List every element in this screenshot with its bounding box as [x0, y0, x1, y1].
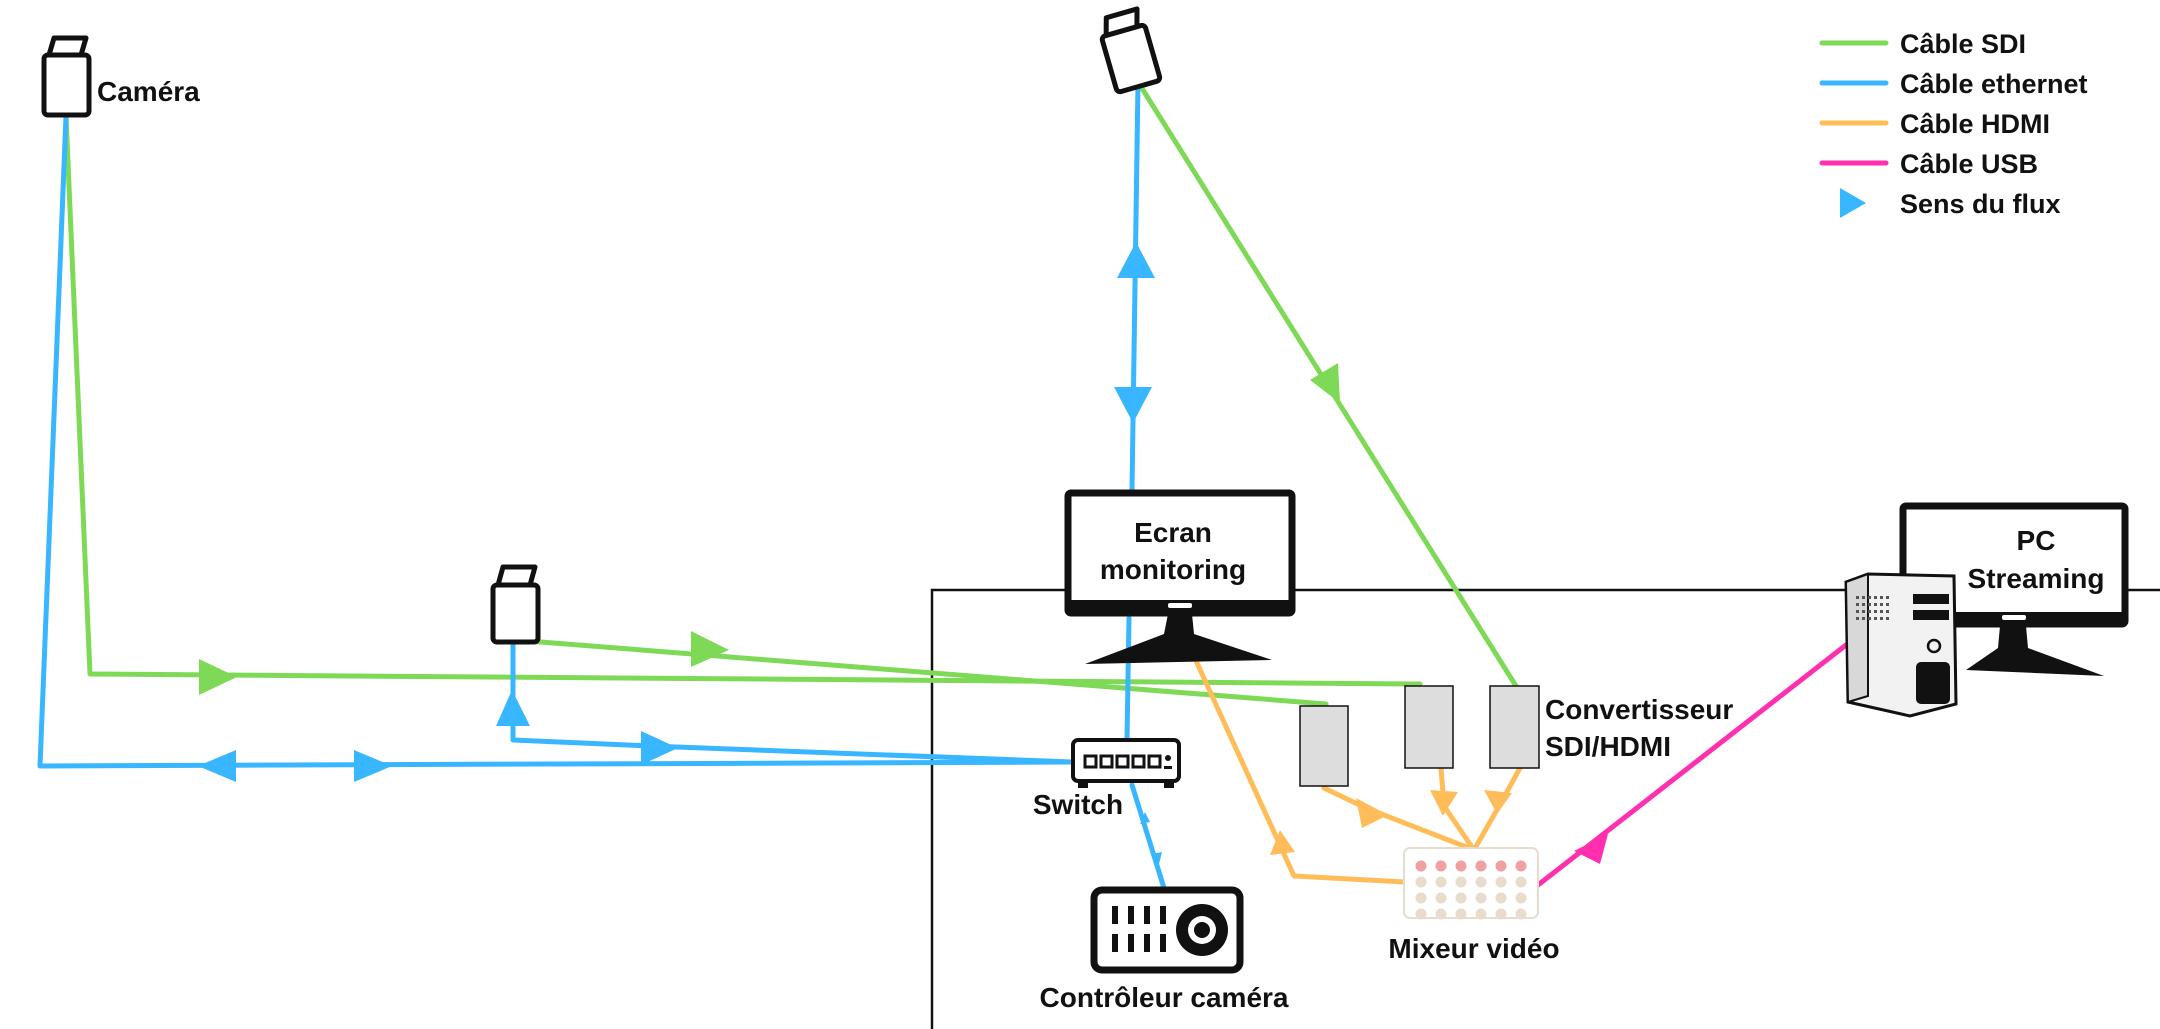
converter-label-line1: Convertisseur — [1545, 694, 1733, 725]
sdi-cable-camera-left — [63, 113, 1423, 687]
camera-controller[interactable]: Contrôleur caméra — [1040, 886, 1289, 1013]
converter-sdi-hdmi[interactable]: Convertisseur SDI/HDMI — [1299, 685, 1733, 787]
hdmi-cable-mixer-monitor — [1189, 649, 1407, 885]
mixer-button — [1495, 876, 1507, 888]
ethernet-flow-arrow — [354, 750, 392, 782]
cables — [37, 79, 1849, 891]
hdmi-flow-arrow — [1430, 790, 1458, 816]
mixer-button — [1495, 892, 1507, 904]
ethernet-cable-camera-mid — [510, 637, 1075, 765]
pc-label-line2: Streaming — [1968, 563, 2105, 594]
mixer-button — [1515, 892, 1527, 904]
legend-item: Sens du flux — [1840, 188, 2061, 219]
mixer-button — [1515, 908, 1527, 920]
ethernet-flow-arrow — [1152, 852, 1162, 868]
mixer-button — [1415, 876, 1427, 888]
ethernet-cable-camera-top — [1129, 79, 1141, 493]
pc-tower-icon — [1844, 572, 1958, 718]
mixer-label: Mixeur vidéo — [1388, 933, 1559, 964]
legend-item: Câble HDMI — [1819, 109, 2050, 139]
converter-box — [1404, 685, 1454, 769]
monitor-stand — [1085, 614, 1272, 664]
mixer-button — [1495, 860, 1507, 872]
mixer-button — [1435, 860, 1447, 872]
sdi-flow-arrow — [199, 659, 237, 695]
monitor-icon — [1064, 489, 1296, 617]
hdmi-flow-arrow — [1270, 830, 1295, 855]
legend-label: Câble ethernet — [1900, 69, 2088, 99]
pc-label-line1: PC — [2017, 525, 2056, 556]
flow-arrow-icon — [1840, 188, 1866, 218]
mixer-button — [1415, 860, 1427, 872]
mixer-button — [1475, 892, 1487, 904]
converter-label-line2: SDI/HDMI — [1545, 731, 1671, 762]
mixer-button — [1415, 892, 1427, 904]
switch-label: Switch — [1033, 789, 1123, 820]
monitor-led — [1168, 603, 1192, 608]
ethernet-cable-monitor-switch — [1124, 615, 1132, 743]
mixer-button — [1475, 908, 1487, 920]
legend-item: Câble USB — [1819, 149, 2038, 179]
legend-item: Câble ethernet — [1819, 69, 2088, 99]
mixer-button — [1455, 860, 1467, 872]
ethernet-cable-switch-controller — [1129, 782, 1167, 891]
legend-label: Câble SDI — [1900, 29, 2026, 59]
camera-top[interactable] — [1097, 6, 1163, 95]
ethernet-flow-arrow — [641, 731, 678, 765]
legend-item: Câble SDI — [1819, 29, 2026, 59]
legend-label: Sens du flux — [1900, 189, 2061, 219]
sdi-flow-arrow — [691, 631, 729, 667]
mixer-button — [1435, 908, 1447, 920]
mixer-button — [1455, 892, 1467, 904]
room-outline — [930, 588, 2160, 1029]
mixer-button — [1495, 908, 1507, 920]
hdmi-flow-arrow — [1484, 790, 1512, 814]
mixer-button — [1515, 876, 1527, 888]
controller-label: Contrôleur caméra — [1040, 982, 1289, 1013]
camera-icon — [1099, 6, 1163, 95]
ethernet-flow-arrow — [1117, 242, 1155, 278]
switch-icon — [1071, 738, 1181, 788]
pc-monitor-icon — [1899, 502, 2129, 676]
camera-icon — [41, 35, 92, 118]
mixer-button — [1415, 908, 1427, 920]
mixer-icon — [1403, 847, 1539, 920]
camera-left[interactable] — [41, 35, 92, 118]
ethernet-flow-arrow — [1114, 387, 1152, 423]
converter-box — [1299, 705, 1349, 787]
ethernet-flow-arrow — [1140, 812, 1150, 824]
sdi-cable-camera-mid — [512, 637, 1329, 707]
mixer-button — [1475, 876, 1487, 888]
camera-icon — [490, 564, 541, 645]
legend-label: Câble HDMI — [1900, 109, 2050, 139]
camera-label: Caméra — [97, 76, 200, 107]
ethernet-flow-arrow — [198, 750, 236, 782]
camera-middle[interactable] — [490, 564, 541, 645]
legend-label: Câble USB — [1900, 149, 2038, 179]
ethernet-cable-camera-left — [37, 113, 1075, 769]
monitor-label-line1: Ecran — [1134, 517, 1212, 548]
network-switch[interactable]: Switch — [1033, 738, 1181, 820]
mixer-button — [1435, 876, 1447, 888]
flow-arrows — [198, 242, 1608, 868]
video-mixer[interactable]: Mixeur vidéo — [1388, 847, 1560, 964]
mixer-button — [1515, 860, 1527, 872]
controller-icon — [1090, 886, 1244, 974]
monitoring-screen[interactable]: Ecran monitoring — [1064, 489, 1296, 664]
mixer-button — [1455, 908, 1467, 920]
converter-box — [1489, 685, 1540, 769]
sdi-flow-arrow — [1310, 363, 1340, 403]
hdmi-flow-arrow — [1356, 798, 1388, 828]
usb-flow-arrow — [1574, 834, 1608, 864]
mixer-button — [1435, 892, 1447, 904]
pc-streaming[interactable]: PC Streaming — [1844, 502, 2129, 718]
monitor-label-line2: monitoring — [1100, 554, 1246, 585]
mixer-button — [1455, 876, 1467, 888]
mixer-button — [1475, 860, 1487, 872]
ethernet-flow-arrow — [496, 690, 530, 726]
